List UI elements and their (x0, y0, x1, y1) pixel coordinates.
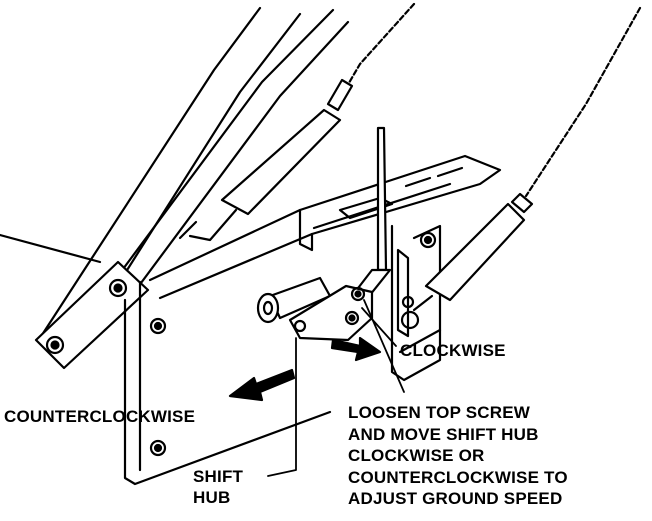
adjustment-instruction: LOOSEN TOP SCREW AND MOVE SHIFT HUB CLOC… (348, 402, 568, 510)
counterclockwise-label: COUNTERCLOCKWISE (4, 407, 196, 426)
leader-lines (267, 299, 405, 477)
instruction-line: ADJUST GROUND SPEED (348, 489, 563, 508)
shift-hub-label: SHIFT HUB (193, 466, 243, 508)
frame-bar (0, 233, 150, 370)
direction-arrows (228, 336, 382, 402)
left-cable (178, 2, 416, 242)
instruction-line: CLOCKWISE OR (348, 446, 485, 465)
counterclockwise-arrow-icon (228, 368, 296, 402)
shift-hub-label-line: SHIFT (193, 467, 244, 486)
instruction-line: LOOSEN TOP SCREW (348, 403, 531, 422)
shift-hub-assembly (256, 276, 374, 342)
right-cable (412, 6, 642, 312)
side-plate (123, 280, 442, 486)
clockwise-label: CLOCKWISE (400, 341, 506, 360)
clockwise-arrow-icon (330, 336, 382, 362)
instruction-line: COUNTERCLOCKWISE TO (348, 467, 568, 487)
right-bracket (390, 224, 442, 382)
shift-hub-label-line: HUB (193, 488, 231, 507)
instruction-line: AND MOVE SHIFT HUB (348, 424, 539, 444)
